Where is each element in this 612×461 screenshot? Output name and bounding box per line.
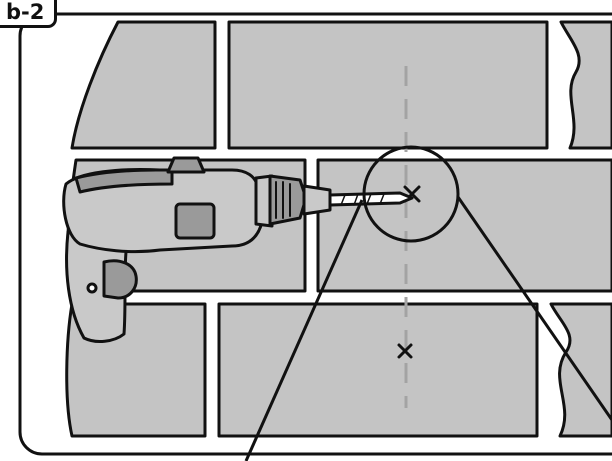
brick-row1-middle <box>227 20 549 150</box>
brick-row1-right <box>559 20 612 150</box>
magnifier-circle <box>362 145 460 243</box>
drill-bit <box>328 191 414 207</box>
brick-row2-right <box>316 158 612 293</box>
brick-row3-right <box>549 302 612 438</box>
drill-hole <box>86 282 98 294</box>
drill-chuck-teeth <box>275 181 291 219</box>
callout-line-right <box>456 196 612 421</box>
drill-side-handle <box>102 259 138 300</box>
callout-line-left <box>244 199 364 461</box>
drill-bit-flutes <box>340 193 385 206</box>
drill-top-stripe <box>74 168 174 194</box>
drill-nose <box>302 184 332 216</box>
magnifier-callout <box>244 145 612 461</box>
power-drill-icon <box>62 156 414 343</box>
brick-row1-left <box>70 20 217 150</box>
cross-mark-icon <box>397 343 413 359</box>
step-label: b-2 <box>0 0 58 28</box>
brick-row3-middle <box>217 302 539 438</box>
drill-side-panel <box>174 202 216 240</box>
drill-top-handle <box>166 156 206 174</box>
drill-collar <box>254 174 274 228</box>
